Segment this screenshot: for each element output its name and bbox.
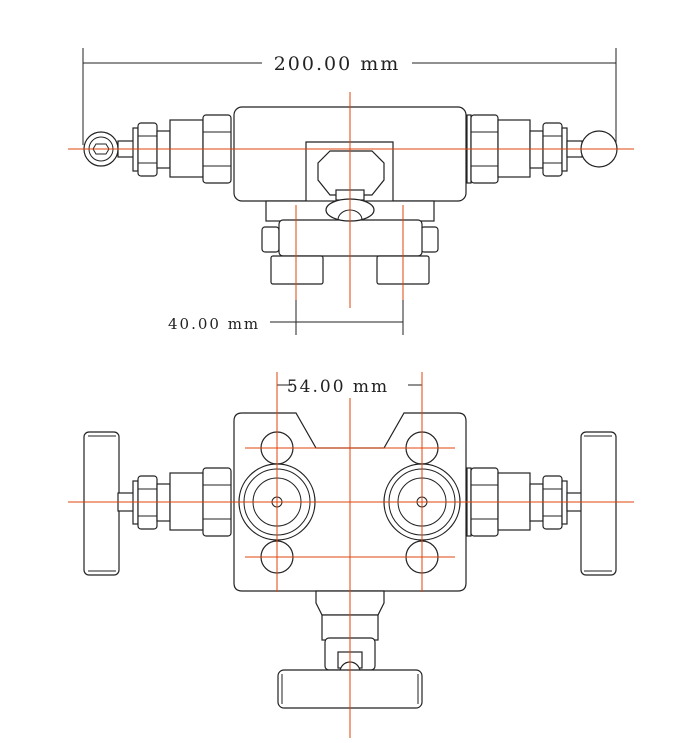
top-view: 200.00 mm [68,48,634,335]
dimension-label-54: 54.00 mm [287,377,389,397]
bonnet-hex [317,150,385,196]
dimension-54: 54.00 mm [276,372,423,397]
valve-left [83,431,232,576]
valve-handle-right [580,431,617,576]
outlet-foot-left [270,255,324,285]
front-view: 54.00 mm [68,372,634,738]
dimension-40: 40.00 mm [168,300,404,335]
valve-handle-left [83,431,120,576]
bar-end-cap-right [420,226,439,253]
dimension-200: 200.00 mm [82,48,617,145]
dimension-label-40: 40.00 mm [168,315,260,333]
bar-end-cap-left [261,226,280,253]
valve-right [466,431,617,576]
dimension-label-200: 200.00 mm [274,53,401,75]
